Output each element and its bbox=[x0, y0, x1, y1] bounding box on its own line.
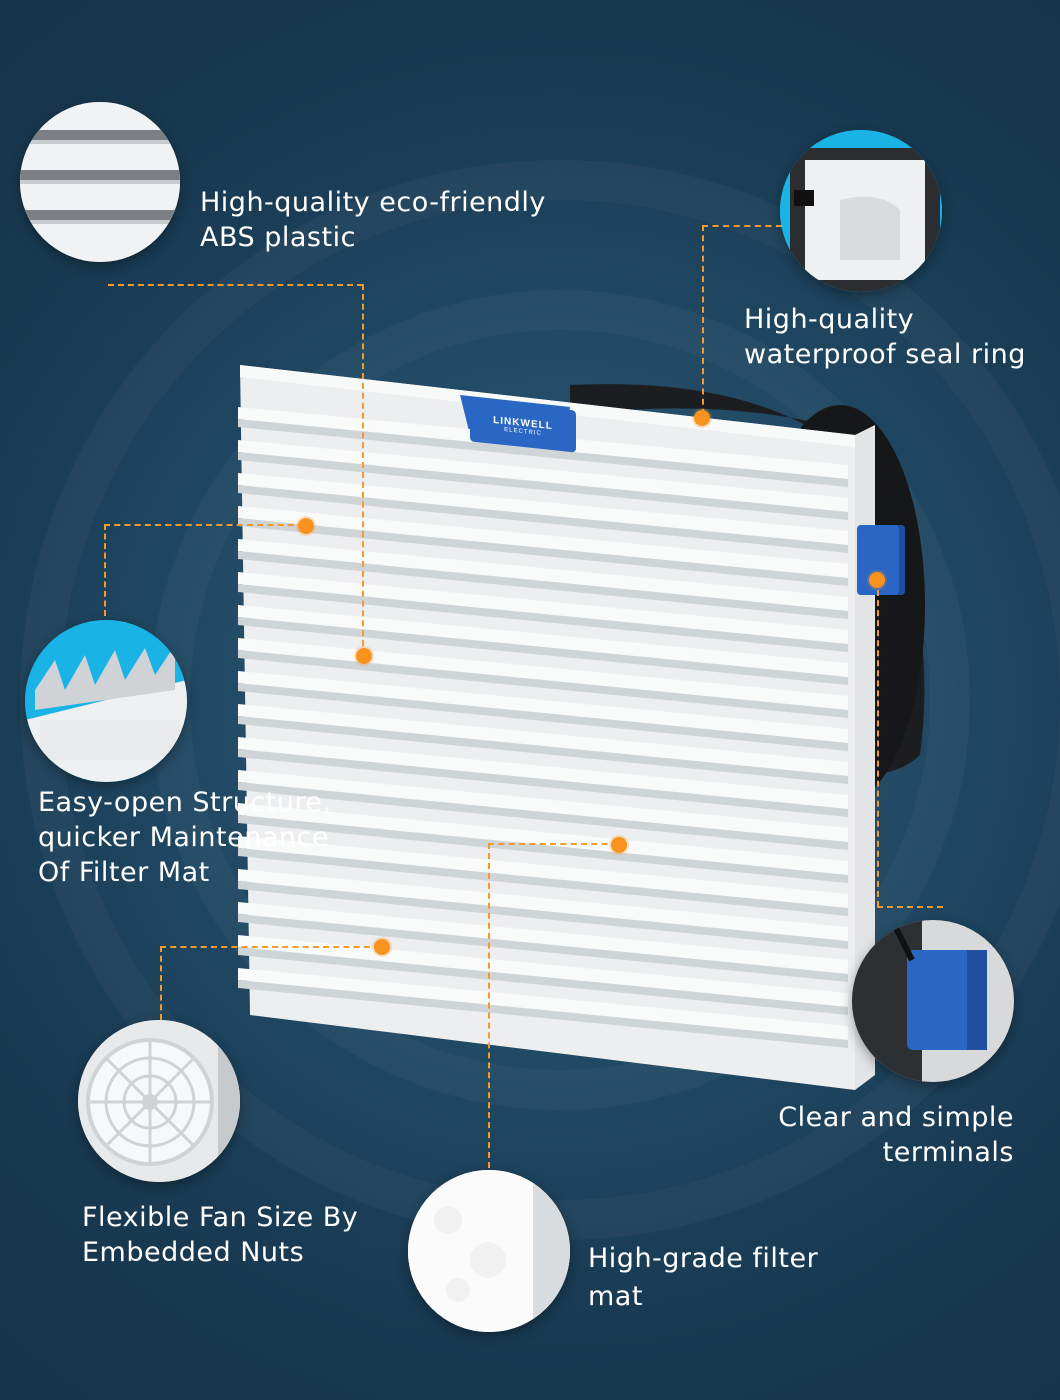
callout-dot-terminals bbox=[869, 572, 885, 588]
easy-open-thumbnail bbox=[25, 620, 187, 782]
filter-mat-thumbnail bbox=[408, 1170, 570, 1332]
leader-line-abs bbox=[362, 284, 364, 656]
louver-slat bbox=[238, 803, 848, 883]
leader-line-fan-size bbox=[160, 946, 162, 1020]
grille-louvers bbox=[238, 407, 848, 1048]
fan-size-thumbnail bbox=[78, 1020, 240, 1182]
louver-slat bbox=[238, 770, 848, 850]
easy-open-label: Easy-open Structure, quicker Maintenance… bbox=[38, 787, 332, 888]
louver-slat bbox=[238, 440, 848, 520]
louver-slat bbox=[238, 473, 848, 553]
louver-slat bbox=[238, 935, 848, 1015]
abs-plastic-thumbnail bbox=[20, 102, 180, 262]
filter-mat-label: High-grade filter mat bbox=[588, 1243, 819, 1312]
louver-slat bbox=[238, 506, 848, 586]
fan-size-label: Flexible Fan Size By Embedded Nuts bbox=[82, 1202, 359, 1268]
callout-dot-fan-size bbox=[374, 939, 390, 955]
louver-slat bbox=[238, 605, 848, 685]
louver-slat bbox=[238, 572, 848, 652]
louver-slat bbox=[238, 968, 848, 1048]
leader-line-easy-open bbox=[104, 524, 304, 526]
louver-slat bbox=[238, 539, 848, 619]
leader-line-filter-mat bbox=[488, 843, 490, 1168]
louver-slat bbox=[238, 671, 848, 751]
leader-line-seal bbox=[702, 225, 704, 415]
abs-plastic-label: High-quality eco-friendly ABS plastic bbox=[200, 187, 546, 253]
callout-dot-filter-mat bbox=[611, 837, 627, 853]
leader-line-filter-mat bbox=[488, 843, 618, 845]
leader-line-terminals bbox=[877, 906, 943, 908]
louver-slat bbox=[238, 704, 848, 784]
louver-slat bbox=[238, 836, 848, 916]
louver-slat bbox=[238, 737, 848, 817]
louver-slat bbox=[238, 638, 848, 718]
louver-slat bbox=[238, 869, 848, 949]
callout-dot-easy-open bbox=[298, 518, 314, 534]
callout-dot-abs bbox=[356, 648, 372, 664]
seal-ring-thumbnail bbox=[780, 130, 942, 292]
seal-ring-label: High-quality waterproof seal ring bbox=[744, 304, 1026, 370]
callout-dot-seal bbox=[694, 410, 710, 426]
leader-line-seal bbox=[702, 225, 782, 227]
leader-line-terminals bbox=[877, 580, 879, 907]
leader-line-easy-open bbox=[104, 524, 106, 616]
leader-line-abs bbox=[108, 284, 363, 286]
terminals-label: Clear and simple terminals bbox=[778, 1102, 1014, 1168]
leader-line-fan-size bbox=[160, 946, 380, 948]
terminals-thumbnail bbox=[852, 920, 1014, 1082]
louver-slat bbox=[238, 902, 848, 982]
